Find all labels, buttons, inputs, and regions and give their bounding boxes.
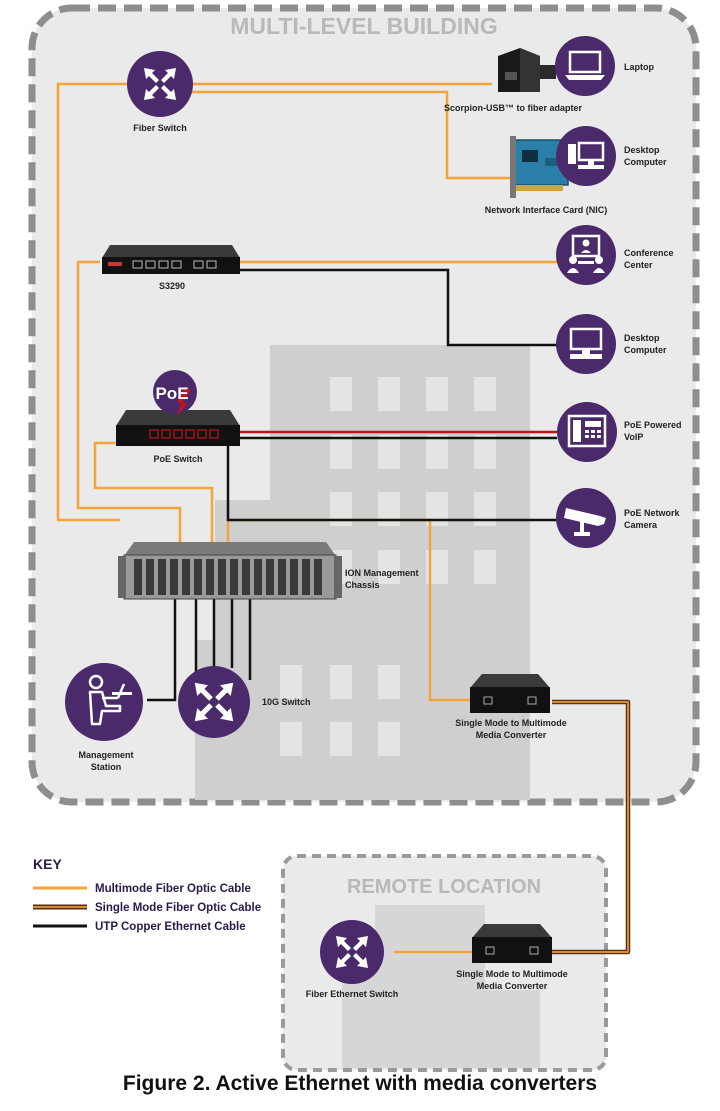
conference-label-line2: Center	[624, 260, 653, 270]
media-converter-icon-1	[470, 674, 550, 713]
remote-title: REMOTE LOCATION	[347, 876, 541, 898]
s3290-label: S3290	[159, 281, 185, 291]
multimode-cables	[56, 82, 557, 954]
desktop-computer-icon-2	[556, 314, 616, 374]
remote-silhouette	[342, 905, 540, 1068]
desktop2-label-line2: Computer	[624, 345, 667, 355]
figure-caption: Figure 2. Active Ethernet with media con…	[122, 1072, 598, 1095]
conference-label-line1: Conference	[624, 248, 674, 258]
camera-label-line1: PoE Network	[624, 508, 681, 518]
ion-chassis-icon	[118, 542, 342, 600]
mgmt-station-label-line2: Station	[91, 762, 122, 772]
ion-chassis-label-line2: Chassis	[345, 580, 380, 590]
voip-label-line1: PoE Powered	[624, 420, 682, 430]
10g-switch-icon	[178, 666, 250, 738]
media-converter-icon-2	[472, 924, 552, 963]
key-title: KEY	[33, 856, 62, 872]
converter2-label-line1: Single Mode to Multimode	[456, 969, 568, 979]
usb-fiber-adapter-icon	[498, 48, 556, 92]
poe-switch-label: PoE Switch	[153, 454, 202, 464]
camera-label-line2: Camera	[624, 520, 658, 530]
10g-switch-label: 10G Switch	[262, 697, 311, 707]
voip-label-line2: VoIP	[624, 432, 643, 442]
singlemode-cables	[550, 699, 631, 955]
desktop-computer-icon-1	[556, 126, 616, 186]
voip-phone-icon	[557, 402, 617, 462]
network-camera-icon	[556, 488, 616, 548]
nic-card-icon	[510, 136, 569, 198]
converter1-label-line2: Media Converter	[476, 730, 547, 740]
fiber-eth-switch-label: Fiber Ethernet Switch	[306, 989, 399, 999]
poe-badge-icon	[153, 370, 197, 416]
mgmt-station-label-line1: Management	[78, 750, 133, 760]
ion-chassis-label-line1: ION Management	[345, 568, 419, 578]
poe-switch-icon	[116, 410, 240, 446]
desktop1-label-line2: Computer	[624, 157, 667, 167]
fiber-switch-icon	[127, 51, 193, 117]
poe-badge-label: PoE	[155, 384, 188, 403]
fiber-switch-label: Fiber Switch	[133, 123, 187, 133]
copper-cables	[147, 268, 557, 702]
key-label-copper: UTP Copper Ethernet Cable	[95, 921, 246, 933]
fiber-ethernet-switch-icon	[320, 920, 384, 984]
conference-center-icon	[556, 225, 616, 285]
desktop2-label-line1: Desktop	[624, 333, 660, 343]
converter1-label-line1: Single Mode to Multimode	[455, 718, 567, 728]
key-label-multimode: Multimode Fiber Optic Cable	[95, 883, 251, 895]
management-station-icon	[65, 663, 143, 741]
laptop-icon	[555, 36, 615, 96]
scorpion-adapter-label: Scorpion-USB™ to fiber adapter	[444, 103, 583, 113]
laptop-label: Laptop	[624, 62, 654, 72]
key-label-singlemode: Single Mode Fiber Optic Cable	[95, 902, 261, 914]
building-title: MULTI-LEVEL BUILDING	[230, 13, 497, 39]
building-windows	[280, 377, 496, 756]
desktop1-label-line1: Desktop	[624, 145, 660, 155]
s3290-switch-icon	[102, 245, 240, 274]
nic-label: Network Interface Card (NIC)	[485, 205, 608, 215]
converter2-label-line2: Media Converter	[477, 981, 548, 991]
